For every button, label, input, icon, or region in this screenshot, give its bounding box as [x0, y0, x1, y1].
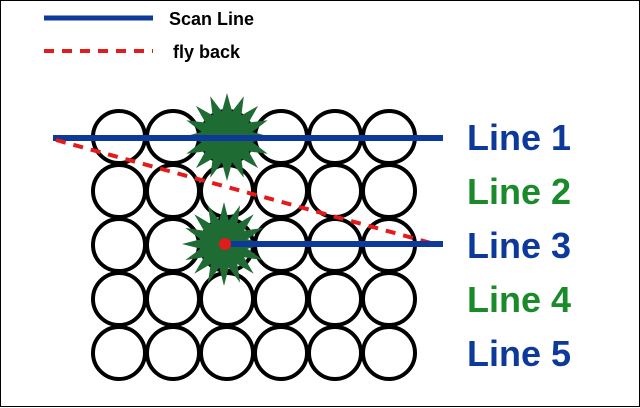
legend: Scan Line fly back — [44, 9, 254, 62]
pixel-circle — [91, 163, 147, 219]
pixel-circle — [91, 271, 147, 327]
pixel-circle — [307, 271, 363, 327]
pixel-circle — [253, 163, 309, 219]
pixel-circle — [91, 217, 147, 273]
fly-back-line — [55, 138, 432, 245]
line-label-1: Line 1 — [467, 117, 571, 158]
pixel-circle — [307, 163, 363, 219]
line-label-2: Line 2 — [467, 171, 571, 212]
legend-fly-back-label: fly back — [173, 42, 241, 62]
pixel-circle — [361, 325, 417, 381]
pixel-circle — [307, 325, 363, 381]
line-label-5: Line 5 — [467, 333, 571, 374]
pixel-circle — [253, 271, 309, 327]
pixel-circle — [145, 325, 201, 381]
pixel-circle — [253, 325, 309, 381]
pixel-circle — [145, 163, 201, 219]
line-label-3: Line 3 — [467, 225, 571, 266]
pixel-circle — [199, 325, 255, 381]
legend-scan-line-label: Scan Line — [169, 9, 254, 29]
line-labels: Line 1 Line 2 Line 3 Line 4 Line 5 — [467, 117, 571, 374]
pixel-circle — [361, 163, 417, 219]
pixel-circle — [361, 271, 417, 327]
pixel-circle — [145, 271, 201, 327]
beam-spot — [219, 238, 231, 250]
line-label-4: Line 4 — [467, 279, 571, 320]
pixel-circle — [91, 325, 147, 381]
